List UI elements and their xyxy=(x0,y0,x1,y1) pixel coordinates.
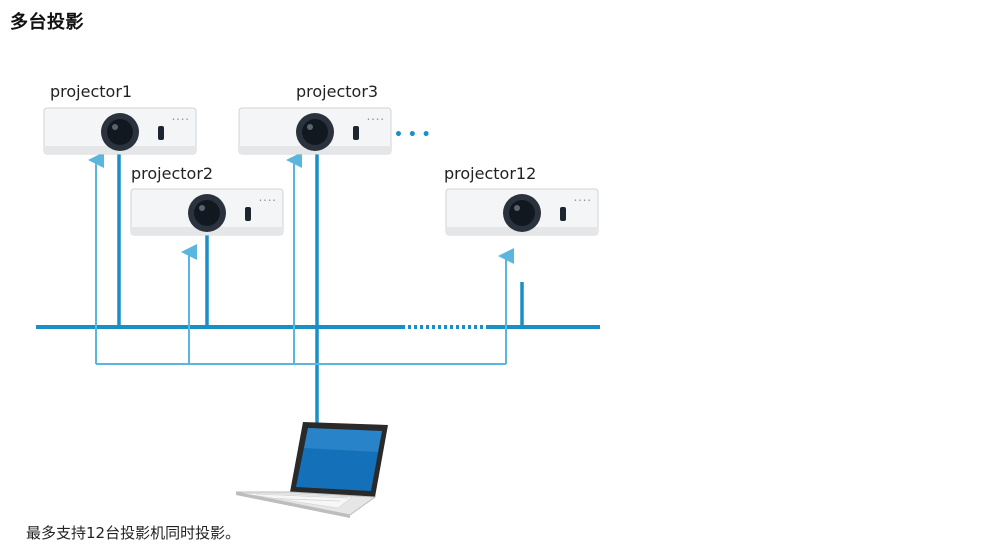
more-projectors-ellipsis: • • • xyxy=(394,127,431,143)
caption-text: 最多支持12台投影机同时投影。 xyxy=(26,524,241,542)
projector-label-12: projector12 xyxy=(444,164,536,183)
projector-label-3: projector3 xyxy=(296,82,378,101)
page-title: 多台投影 xyxy=(10,12,84,33)
projector-2: • • • • xyxy=(130,188,284,236)
laptop-icon xyxy=(235,422,388,518)
signal-lines xyxy=(88,152,514,365)
projector-1: • • • • xyxy=(43,107,197,155)
projector-label-1: projector1 xyxy=(50,82,132,101)
svg-text:• • • •: • • • • xyxy=(574,198,591,204)
projector-label-2: projector2 xyxy=(131,164,213,183)
projector-12: • • • • xyxy=(445,188,599,236)
svg-text:• • • •: • • • • xyxy=(172,117,189,123)
svg-text:• • • •: • • • • xyxy=(367,117,384,123)
projector-3: • • • • xyxy=(238,107,392,155)
svg-text:• • • •: • • • • xyxy=(259,198,276,204)
network-drops xyxy=(117,150,524,428)
